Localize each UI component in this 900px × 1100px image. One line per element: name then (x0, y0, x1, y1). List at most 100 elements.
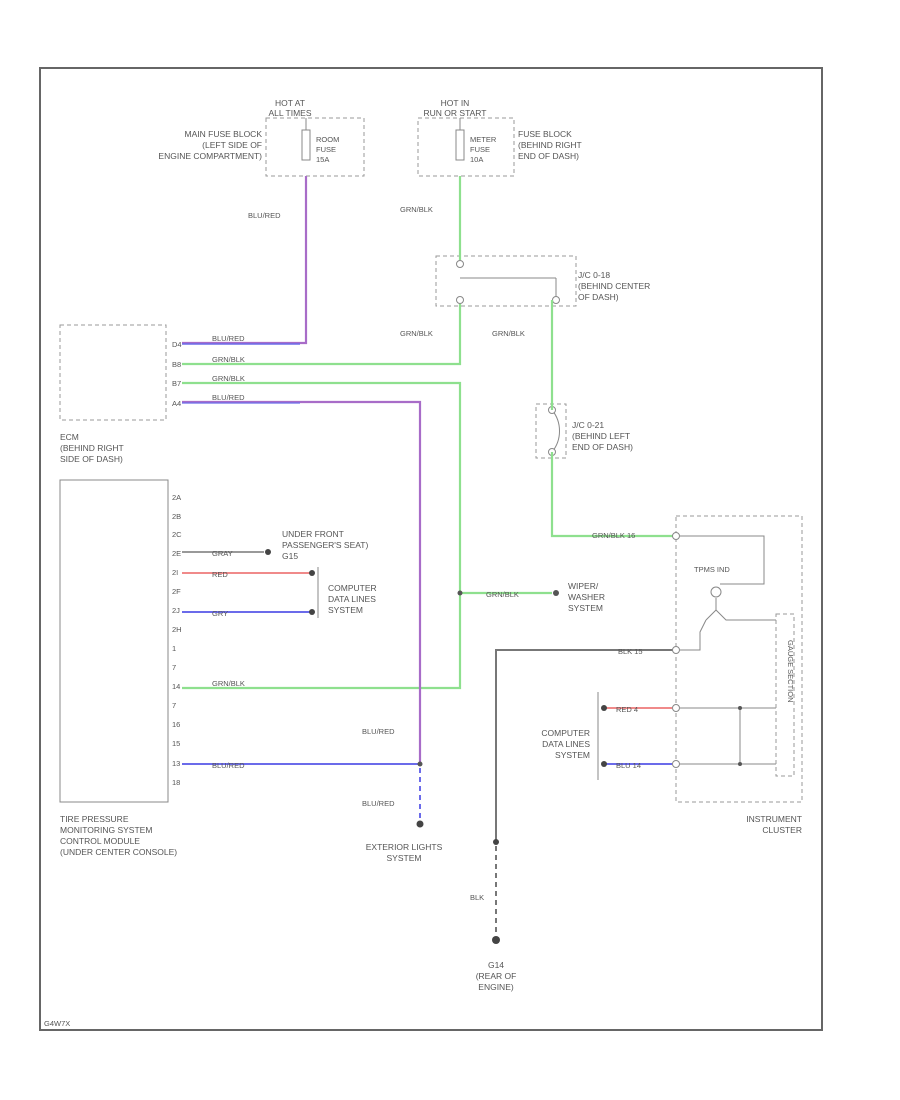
fuse-1-location-line2: (LEFT SIDE OF (202, 140, 262, 150)
wire-label-blk: BLK (470, 893, 484, 902)
data-2-connector-blu (601, 761, 607, 767)
wire-label-blu-14: BLU 14 (616, 761, 641, 770)
cluster-splice-b (738, 762, 742, 766)
wire-label-blu-red-tpms-13: BLU/RED (212, 761, 245, 770)
tpms-indicator-lamp (710, 586, 722, 598)
data-1-line3: SYSTEM (328, 605, 363, 615)
gauge-section-box (775, 613, 795, 777)
tpms-pin: 2E (172, 549, 181, 558)
fuse-2-hot-line1: HOT IN (441, 98, 470, 108)
wire-grn-blk-jc021-cluster (550, 452, 676, 538)
ext-lights-line1: EXTERIOR LIGHTS (366, 842, 443, 852)
ecm-label-line1: ECM (60, 432, 79, 442)
tpms-pin-list: 2A 2B 2C 2E 2I 2F 2J 2H 1 7 14 7 16 15 1… (172, 493, 182, 787)
tpms-pin: 13 (172, 759, 180, 768)
tpms-pin: 2F (172, 587, 181, 596)
junction-connector-0-21: J/C 0-21 (BEHIND LEFT END OF DASH) (535, 403, 633, 459)
jc-018-pin-c (552, 296, 560, 304)
tpms-pin: 2B (172, 512, 181, 521)
tpms-pin: 14 (172, 682, 180, 691)
tpms-pin: 15 (172, 739, 180, 748)
fuse-1-symbol (301, 129, 311, 161)
cluster-transistor (705, 598, 776, 621)
fuse-1-hot-line2: ALL TIMES (269, 108, 312, 118)
fuse-1-location-line1: MAIN FUSE BLOCK (185, 129, 263, 139)
wire-label-gry: GRY (212, 609, 228, 618)
ecm-pin-3: B7 (172, 379, 181, 388)
fuse-hot-in-run: HOT IN RUN OR START METER FUSE 10A FUSE … (417, 98, 582, 177)
jc-018-line3: OF DASH) (578, 292, 619, 302)
fuse-1-name-line2: FUSE (316, 145, 336, 154)
jc-021-line2: (BEHIND LEFT (572, 431, 630, 441)
fuse-2-name-line2: FUSE (470, 145, 490, 154)
wire-label-grn-blk-2: GRN/BLK (400, 329, 433, 338)
fuse-2-name-line3: 10A (470, 155, 483, 164)
jc-021-link (551, 409, 560, 453)
wire-label-blu-red-ext-1: BLU/RED (362, 727, 395, 736)
data-2-line1: COMPUTER (541, 728, 590, 738)
fuse-1-name-line1: ROOM (316, 135, 339, 144)
ext-lights-line2: SYSTEM (387, 853, 422, 863)
wiper-line1: WIPER/ (568, 581, 599, 591)
diagram-frame (39, 67, 823, 1031)
tpms-pin: 2I (172, 568, 178, 577)
fuse-1-location-line3: ENGINE COMPARTMENT) (158, 151, 262, 161)
tpms-pin: 1 (172, 644, 176, 653)
figure-code: G4W7X (44, 1019, 70, 1028)
cluster-label-line1: INSTRUMENT (746, 814, 802, 824)
wire-label-blu-red-ecm: BLU/RED (212, 334, 245, 343)
gauge-section-label: GAUGE SECTION (786, 640, 795, 703)
fuse-hot-at-all-times: HOT AT ALL TIMES MAIN FUSE BLOCK (LEFT S… (158, 98, 365, 177)
junction-connector-0-18: J/C 0-18 (BEHIND CENTER OF DASH) (435, 255, 650, 307)
data-1-connector-gry (309, 609, 315, 615)
jc-018-pin-b (456, 296, 464, 304)
tpms-module: 2A 2B 2C 2E 2I 2F 2J 2H 1 7 14 7 16 15 1… (59, 479, 182, 857)
wire-label-blu-red-ecm-a4: BLU/RED (212, 393, 245, 402)
tpms-pin: 2C (172, 530, 182, 539)
data-1-connector-red (309, 570, 315, 576)
fuse-block-1-box (265, 117, 365, 177)
ground-front-line1: UNDER FRONT (282, 529, 344, 539)
wiper-connector (553, 590, 559, 596)
ecm-label-line2: (BEHIND RIGHT (60, 443, 124, 453)
tpms-ind-label: TPMS IND (694, 565, 730, 574)
wire-label-grn-blk-16: GRN/BLK 16 (592, 531, 635, 540)
ecm-box (59, 324, 167, 421)
cluster-splice-a (738, 706, 742, 710)
tpms-pin: 16 (172, 720, 180, 729)
wire-label-grn-blk-3: GRN/BLK (492, 329, 525, 338)
splice-blk (493, 839, 499, 845)
fuse-block-2-box (417, 117, 515, 177)
jc-018-box (435, 255, 577, 307)
fuse-2-location-line2: (BEHIND RIGHT (518, 140, 582, 150)
g14-line3: ENGINE) (478, 982, 514, 992)
ecm-pin-2: B8 (172, 360, 181, 369)
ext-lights-connector (416, 820, 424, 828)
cluster-ground-line (680, 619, 707, 651)
ground-front-line3: G15 (282, 551, 298, 561)
wire-grn-blk-ecm-tpms (182, 381, 462, 690)
ecm-label-line3: SIDE OF DASH) (60, 454, 123, 464)
cluster-pin-15 (672, 646, 680, 654)
tpms-pin: 2A (172, 493, 181, 502)
wire-label-blu-red-fuse1: BLU/RED (248, 211, 281, 220)
ground-g14-symbol (492, 936, 500, 944)
wire-label-blk-15: BLK 15 (618, 647, 643, 656)
splice-ext-lights (417, 761, 423, 767)
tpms-box (59, 479, 169, 803)
jc-018-pin-a (456, 260, 464, 268)
cluster-label-line2: CLUSTER (762, 825, 802, 835)
data-1-line2: DATA LINES (328, 594, 376, 604)
splice-wiper (457, 590, 463, 596)
data-2-line2: DATA LINES (542, 739, 590, 749)
tpms-pin: 7 (172, 663, 176, 672)
wire-label-grn-blk-ecm-b8: GRN/BLK (212, 355, 245, 364)
fuse-1-hot-line1: HOT AT (275, 98, 305, 108)
instrument-cluster: TPMS IND GAUGE SECTION INSTRUMENT CLUSTE… (672, 515, 803, 835)
cluster-box (675, 515, 803, 803)
jc-018-line1: J/C 0-18 (578, 270, 610, 280)
wire-label-gray: GRAY (212, 549, 233, 558)
g14-line1: G14 (488, 960, 504, 970)
tpms-label-line3: CONTROL MODULE (60, 836, 140, 846)
